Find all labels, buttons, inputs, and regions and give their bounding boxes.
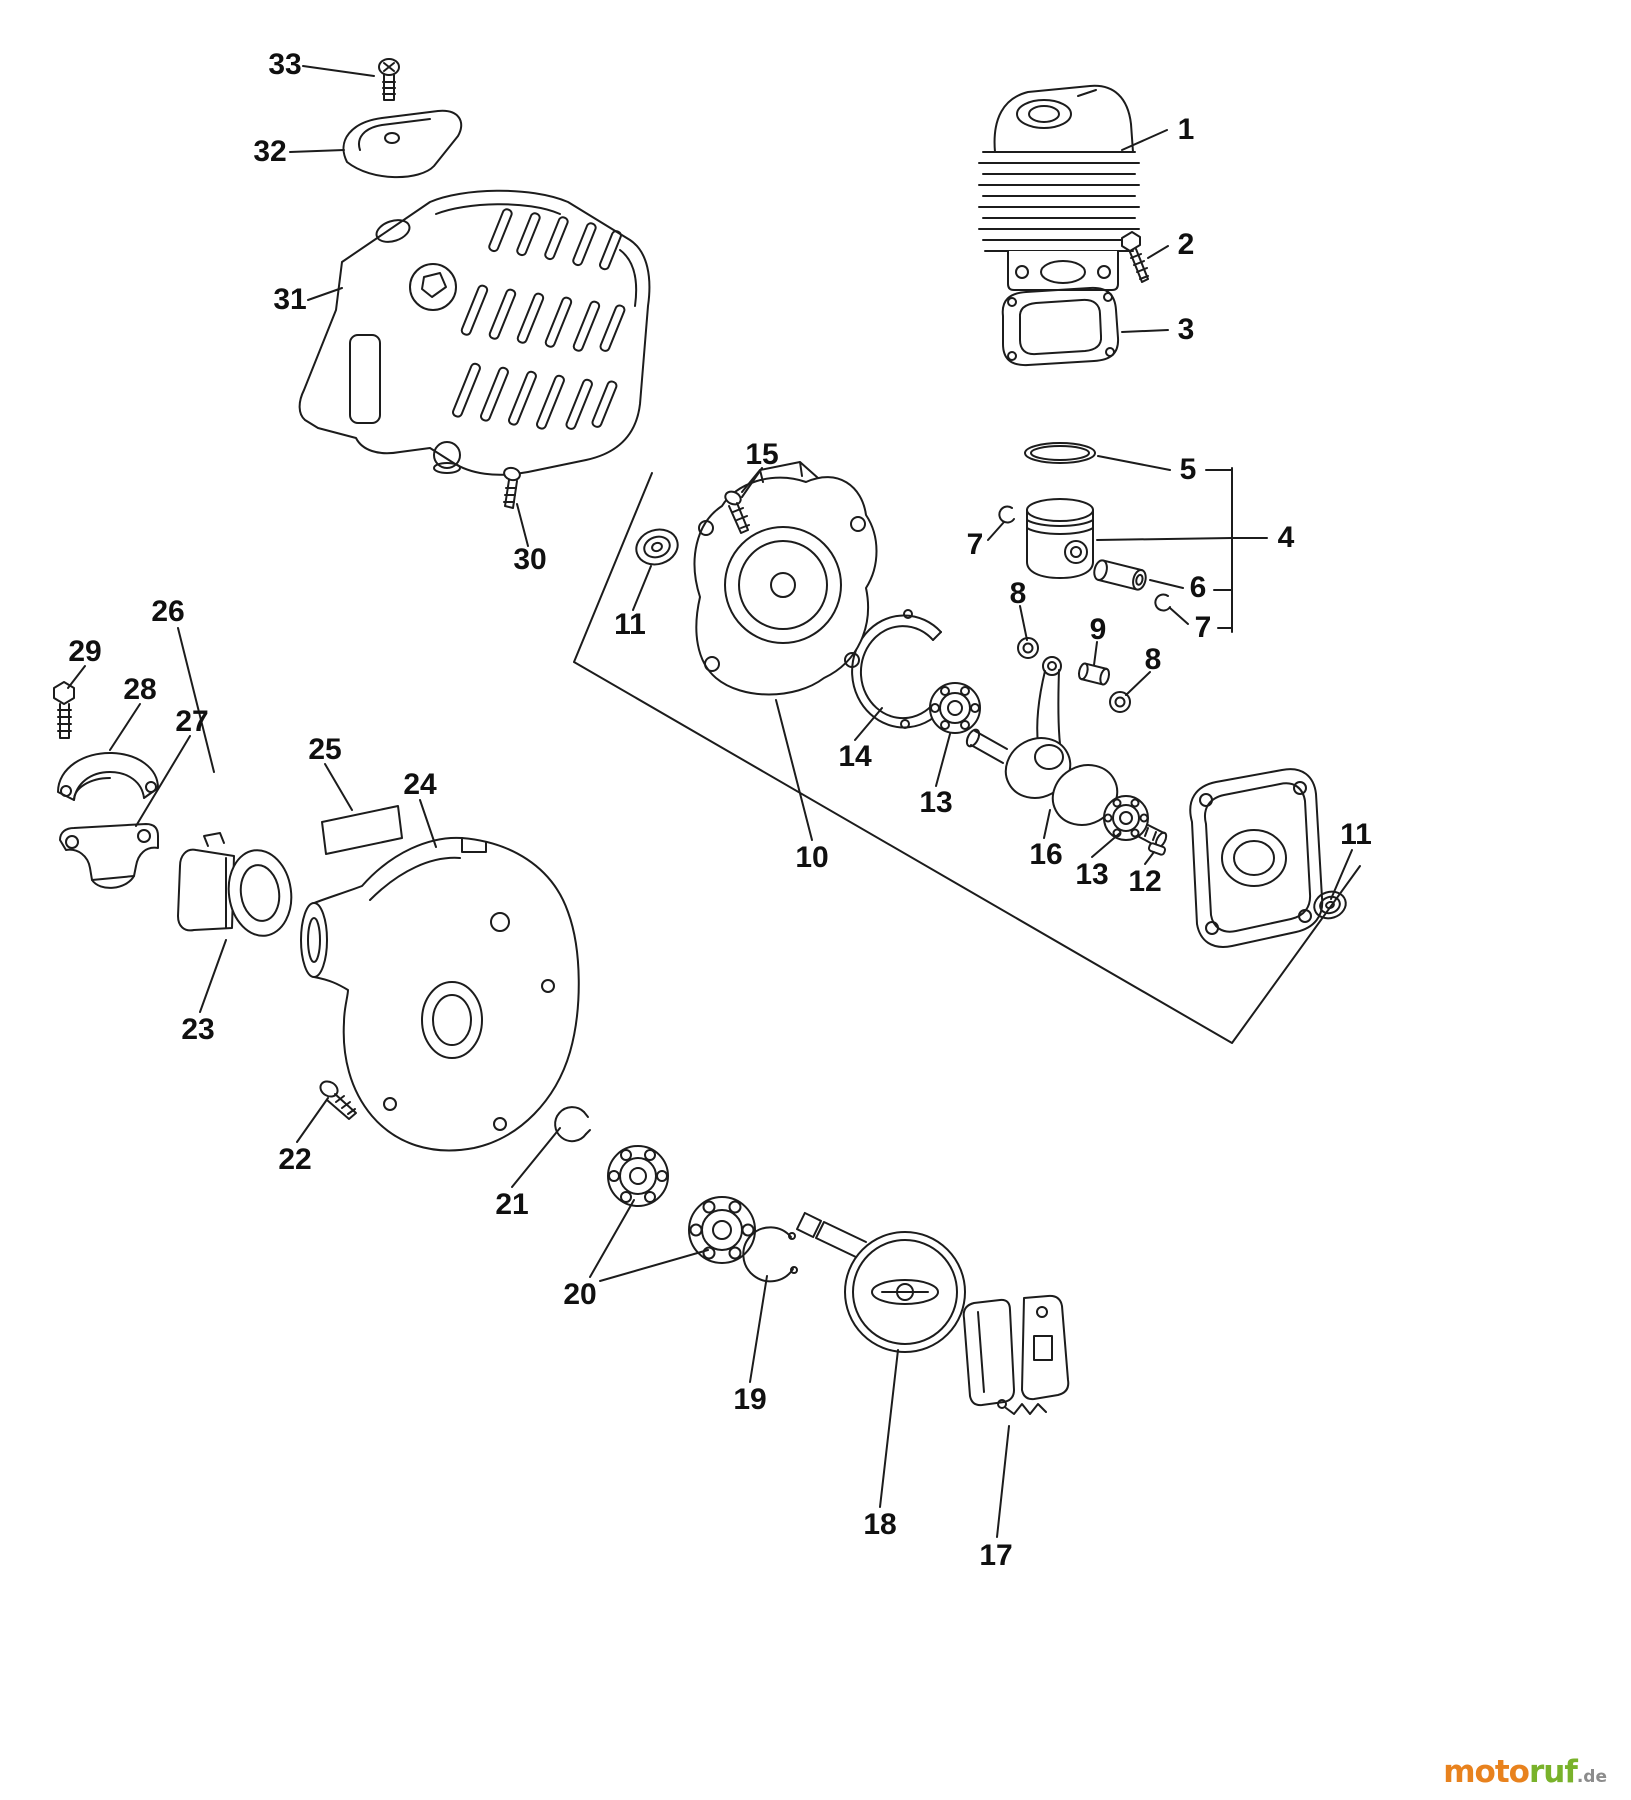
part-number-10: 10	[795, 841, 829, 874]
part-number-9: 9	[1089, 613, 1107, 646]
part-5-piston-rings	[1024, 442, 1096, 464]
part-number-27: 27	[175, 705, 209, 738]
part-number-25: 25	[308, 733, 342, 766]
part-6-piston-pin	[1093, 559, 1147, 591]
part-29-bolt	[53, 681, 75, 739]
part-number-20: 20	[563, 1278, 597, 1311]
part-number-32: 32	[253, 135, 287, 168]
part-number-24: 24	[403, 768, 437, 801]
part-number-3: 3	[1177, 313, 1195, 346]
part-number-22: 22	[278, 1143, 312, 1176]
part-number-21: 21	[495, 1188, 529, 1221]
part-number-8: 8	[1009, 577, 1027, 610]
part-number-18: 18	[863, 1508, 897, 1541]
part-28-clamp-upper	[57, 751, 159, 801]
part-18-clutch-drum	[795, 1211, 966, 1353]
part-number-11: 11	[1340, 818, 1372, 851]
part-number-4: 4	[1277, 521, 1295, 554]
part-3-gasket	[1001, 286, 1120, 367]
part-31-engine-cover	[298, 189, 651, 476]
part-21-snap-ring-small	[554, 1106, 591, 1143]
part-19-snap-ring	[742, 1226, 798, 1283]
part-number-2: 2	[1177, 228, 1195, 261]
watermark-link[interactable]: motoruf.de	[1443, 1754, 1607, 1790]
part-number-13: 13	[919, 786, 953, 819]
part-23-shaft-housing	[177, 832, 293, 937]
part-12-pin	[1147, 842, 1167, 856]
part-number-8: 8	[1144, 643, 1162, 676]
part-number-17: 17	[979, 1539, 1013, 1572]
part-13-bearing-left	[929, 682, 981, 734]
part-30-screw	[503, 466, 521, 509]
part-1-cylinder	[978, 84, 1140, 291]
part-number-12: 12	[1128, 865, 1162, 898]
part-number-26: 26	[151, 595, 185, 628]
part-number-1: 1	[1177, 113, 1195, 146]
part-number-31: 31	[273, 283, 307, 316]
part-4-piston	[1026, 498, 1094, 579]
part-number-11: 11	[614, 608, 646, 641]
part-number-16: 16	[1029, 838, 1063, 871]
watermark-moto: moto	[1443, 1754, 1530, 1790]
part-number-29: 29	[68, 635, 102, 668]
part-number-6: 6	[1189, 571, 1207, 604]
part-7-clip-right	[1154, 593, 1171, 612]
part-11-seal-right	[1313, 890, 1347, 920]
part-number-15: 15	[745, 438, 779, 471]
leader-lines	[67, 65, 1353, 1538]
part-number-19: 19	[733, 1383, 767, 1416]
part-crankcase-right	[1189, 768, 1324, 948]
part-24-fan-cover	[300, 836, 580, 1152]
part-27-clamp-lower	[59, 823, 159, 889]
part-32-top-cover	[342, 109, 463, 179]
part-10-crankcase	[693, 461, 878, 696]
part-number-23: 23	[181, 1013, 215, 1046]
watermark-suffix: .de	[1576, 1767, 1607, 1787]
part-25-label	[321, 805, 403, 855]
part-11-seal-left	[635, 528, 679, 566]
part-17-clutch	[962, 1294, 1070, 1415]
part-number-30: 30	[513, 543, 547, 576]
part-number-5: 5	[1179, 453, 1197, 486]
part-13-bearing-right	[1103, 795, 1149, 841]
part-8-washer-left	[1017, 637, 1039, 659]
part-number-14: 14	[838, 740, 872, 773]
part-number-33: 33	[268, 48, 302, 81]
part-number-13: 13	[1075, 858, 1109, 891]
part-number-7: 7	[1194, 611, 1212, 644]
part-15-screw	[724, 490, 750, 534]
part-22-screw	[319, 1080, 357, 1120]
part-number-28: 28	[123, 673, 157, 706]
part-2-bolt	[1121, 231, 1149, 283]
part-9-needle-bearing	[1077, 662, 1111, 686]
watermark-ruf: ruf	[1528, 1754, 1578, 1790]
part-20-bearings	[607, 1145, 756, 1264]
part-number-7: 7	[966, 528, 984, 561]
part-33-screw	[378, 58, 400, 101]
part-7-clip-left	[998, 505, 1015, 524]
assembly-box-lines	[573, 467, 1361, 1044]
part-8-washer-right	[1109, 691, 1131, 713]
